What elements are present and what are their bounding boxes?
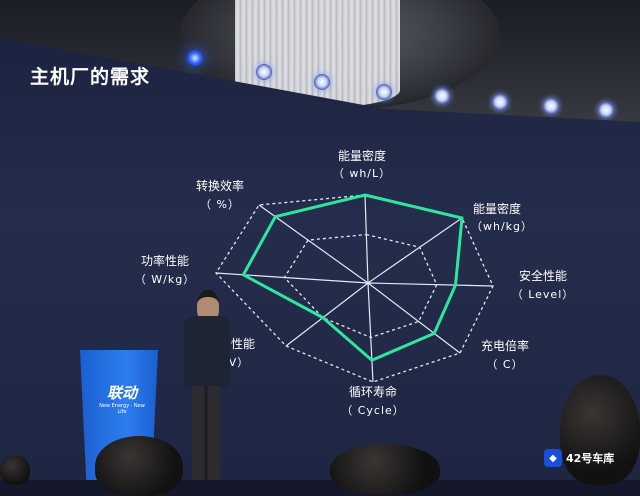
audience-head — [0, 455, 30, 485]
axis-unit-power: （ W/kg） — [135, 273, 195, 286]
axis-label-power: 功率性能 — [141, 253, 189, 268]
radar-spoke — [364, 194, 369, 284]
slide-title: 主机厂的需求 — [30, 66, 151, 88]
presenter-legs — [192, 386, 220, 480]
axis-label-efficiency: 转换效率 — [196, 178, 244, 193]
watermark-text: 42号车库 — [566, 452, 615, 465]
axis-label-gravimetric-density: 能量密度 — [473, 201, 521, 216]
radar-spoke — [258, 204, 369, 284]
presenter-jacket — [184, 316, 230, 388]
radar-spoke — [367, 282, 374, 383]
stage-light-icon — [314, 74, 330, 90]
watermark-logo-icon: ◆ — [544, 449, 562, 467]
presenter-head — [197, 290, 219, 323]
radar-spoke — [285, 282, 369, 347]
stage-light-icon — [256, 64, 272, 80]
axis-unit-cycle-life: （ Cycle） — [341, 404, 405, 417]
radar-spoke — [367, 282, 461, 354]
radar-ring — [283, 233, 438, 339]
axis-label-partial: 性能 — [231, 337, 255, 351]
axis-label-cycle-life: 循环寿命 — [349, 384, 397, 399]
axis-unit-partial: V） — [229, 356, 250, 369]
axis-label-charge-rate: 充电倍率 — [481, 338, 529, 353]
radar-spoke — [215, 272, 369, 284]
requirement-polygon — [241, 193, 464, 362]
stage-light-icon — [543, 98, 559, 114]
stage-light-icon — [376, 84, 392, 100]
radar-grid — [215, 194, 494, 383]
audience-head — [560, 375, 640, 485]
stage-light-icon — [492, 94, 508, 110]
axis-unit-gravimetric-density: （wh/kg） — [471, 220, 533, 233]
axis-label-volumetric-density: 能量密度 — [338, 148, 386, 163]
podium-brand: 联动 — [106, 384, 137, 402]
axis-unit-efficiency: （ %） — [200, 198, 240, 211]
presenter — [182, 290, 232, 480]
radar-ring — [215, 194, 494, 383]
radar-spoke — [367, 282, 494, 287]
audience-head — [95, 436, 183, 496]
audience-head — [330, 444, 440, 494]
radar-spoke — [367, 217, 463, 284]
axis-unit-charge-rate: （ C） — [486, 358, 523, 371]
radar-chart: 能量密度 （ wh/L） 能量密度 （wh/kg） 安全性能 （ Level） … — [135, 148, 575, 417]
axis-unit-safety: （ Level） — [512, 288, 575, 301]
axis-unit-volumetric-density: （ wh/L） — [333, 167, 391, 180]
podium-slogan: New Energy · New Life — [99, 403, 145, 415]
podium-logo: 联动 New Energy · New Life — [98, 382, 146, 415]
stage-light-icon — [598, 102, 614, 118]
stage-light-icon — [434, 88, 450, 104]
watermark: ◆ 42号车库 — [544, 449, 614, 467]
stage-light-icon — [187, 50, 203, 66]
axis-label-safety: 安全性能 — [519, 268, 567, 283]
